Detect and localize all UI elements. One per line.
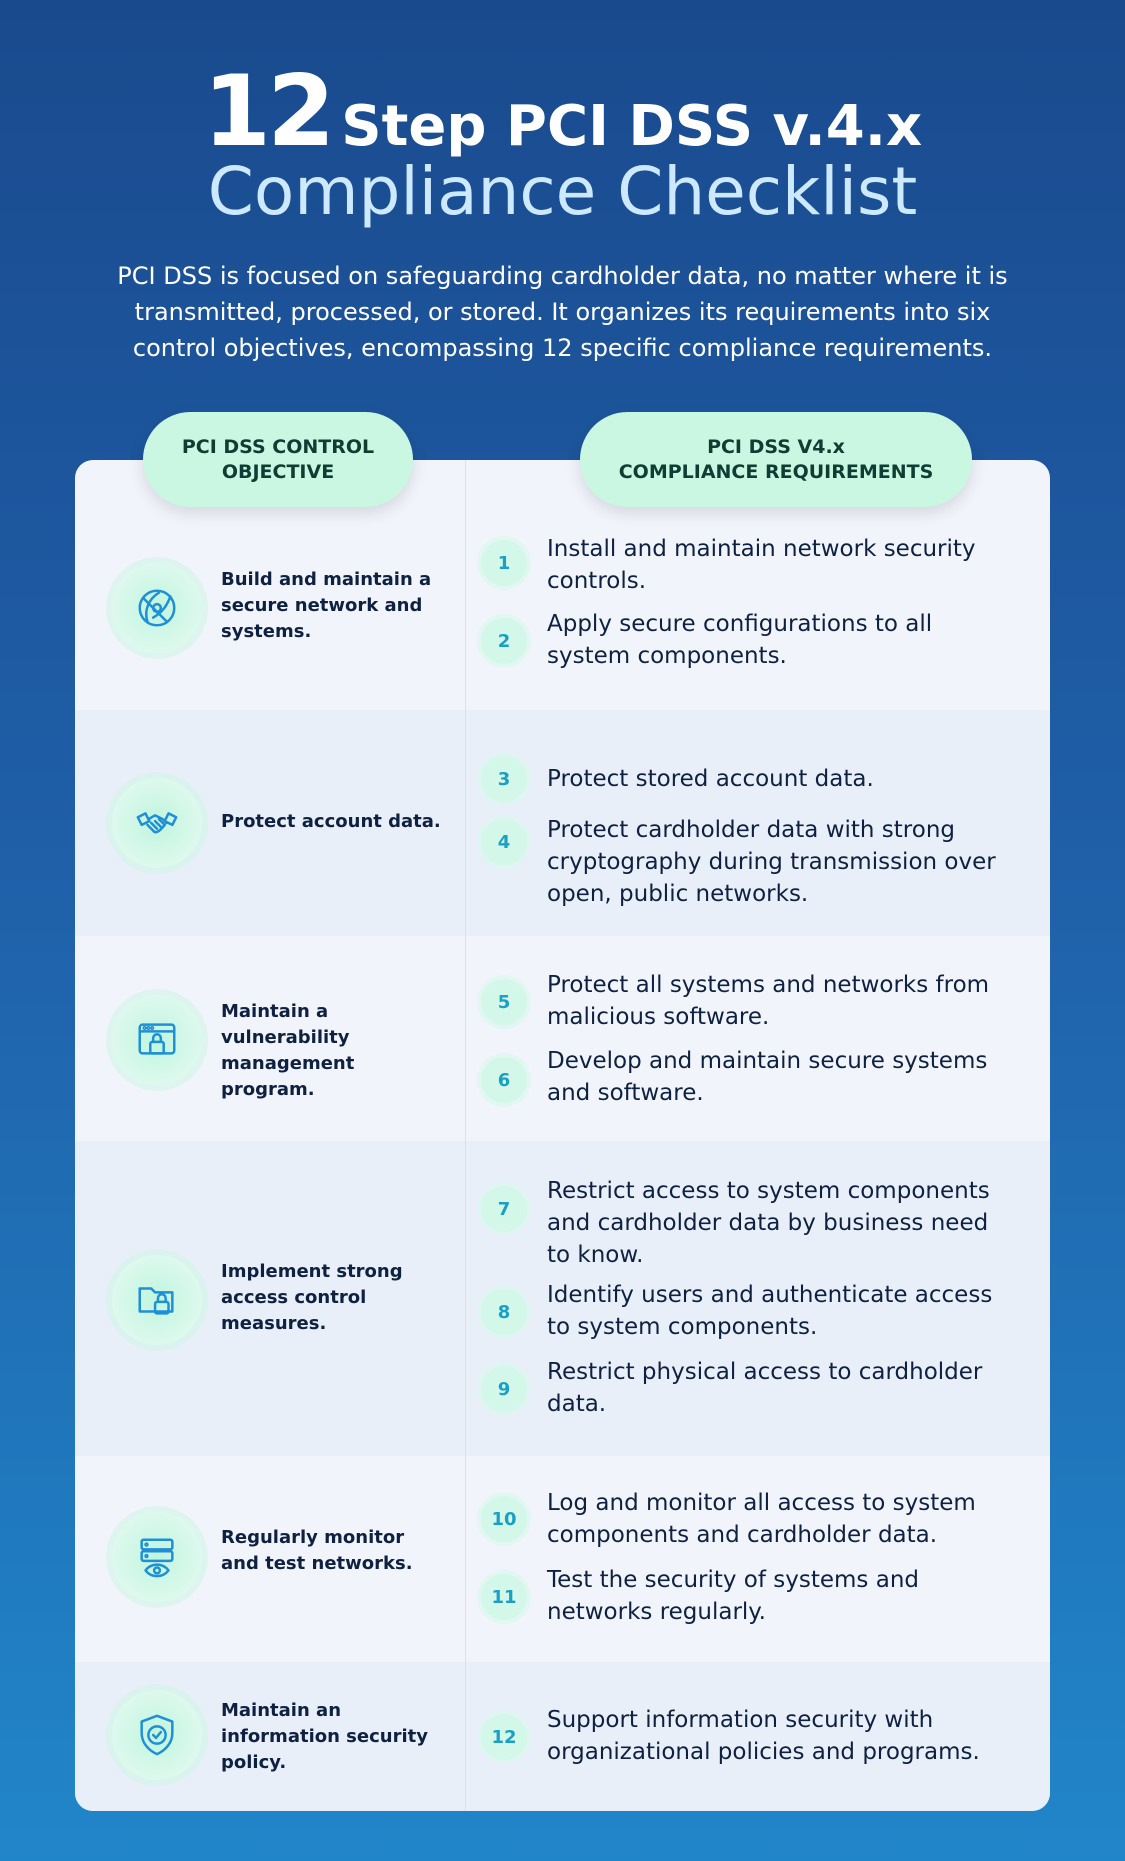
title-text: Step PCI DSS v.4.x [341, 94, 923, 159]
requirement-number: 11 [481, 1574, 527, 1620]
objective-text: Maintain an information security policy. [221, 1700, 428, 1773]
requirement-text: Apply secure configurations to all syste… [547, 611, 933, 669]
intro-paragraph: PCI DSS is focused on safeguarding cardh… [117, 262, 1008, 362]
requirement-number: 5 [481, 979, 527, 1025]
table-row: Maintain a vulnerability management prog… [75, 936, 1050, 1141]
requirement-number: 6 [481, 1057, 527, 1103]
server-eye-icon [112, 1512, 202, 1602]
requirement-number: 9 [481, 1366, 527, 1412]
table-row: Implement strong access control measures… [75, 1141, 1050, 1456]
requirement-number: 1 [481, 540, 527, 586]
objective-text: Implement strong access control measures… [221, 1261, 403, 1334]
objective-text: Build and maintain a secure network and … [221, 569, 432, 642]
requirement-text: Restrict physical access to cardholder d… [547, 1359, 983, 1417]
requirement-number: 3 [481, 756, 527, 802]
requirement-text: Test the security of systems and network… [547, 1567, 919, 1625]
handshake-icon [112, 778, 202, 868]
browser-lock-icon [112, 995, 202, 1085]
column-header-line: PCI DSS V4.x [707, 435, 845, 458]
column-header-line: COMPLIANCE REQUIREMENTS [618, 460, 934, 483]
requirement-text: Protect stored account data. [547, 766, 874, 792]
objective-text: Maintain a vulnerability management prog… [221, 1001, 355, 1100]
column-header-objective: PCI DSS CONTROL OBJECTIVE [143, 412, 413, 507]
requirement-text: Install and maintain network security co… [547, 536, 976, 594]
requirement-text: Restrict access to system components and… [547, 1178, 990, 1268]
requirement-number: 7 [481, 1186, 527, 1232]
requirement-number: 10 [481, 1496, 527, 1542]
objective-text: Protect account data. [221, 811, 441, 832]
shield-check-icon [112, 1690, 202, 1780]
requirement-text: Protect cardholder data with strong cryp… [547, 817, 996, 907]
table-row: Regularly monitor and test networks. 10 … [75, 1456, 1050, 1662]
table-row: Build and maintain a secure network and … [75, 460, 1050, 710]
column-header-requirements: PCI DSS V4.x COMPLIANCE REQUIREMENTS [580, 412, 972, 507]
checklist-table: Build and maintain a secure network and … [75, 460, 1050, 1811]
requirement-text: Log and monitor all access to system com… [547, 1490, 976, 1548]
requirement-number: 4 [481, 819, 527, 865]
requirement-number: 12 [481, 1714, 527, 1760]
globe-network-icon [112, 563, 202, 653]
requirement-number: 2 [481, 618, 527, 664]
requirement-text: Identify users and authenticate access t… [547, 1282, 993, 1340]
title-number: 12 [202, 55, 335, 169]
requirement-number: 8 [481, 1289, 527, 1335]
table-row: Maintain an information security policy.… [75, 1662, 1050, 1811]
requirement-text: Support information security with organi… [547, 1707, 980, 1765]
requirement-text: Develop and maintain secure systems and … [547, 1048, 988, 1106]
requirement-text: Protect all systems and networks from ma… [547, 972, 990, 1030]
folder-lock-icon [112, 1255, 202, 1345]
column-divider [465, 460, 466, 1811]
column-header-line: PCI DSS CONTROL [181, 435, 375, 458]
table-row: Protect account data. 3 Protect stored a… [75, 710, 1050, 936]
page-subtitle: Compliance Checklist [207, 153, 918, 230]
objective-text: Regularly monitor and test networks. [221, 1527, 413, 1574]
column-header-line: OBJECTIVE [221, 460, 335, 483]
